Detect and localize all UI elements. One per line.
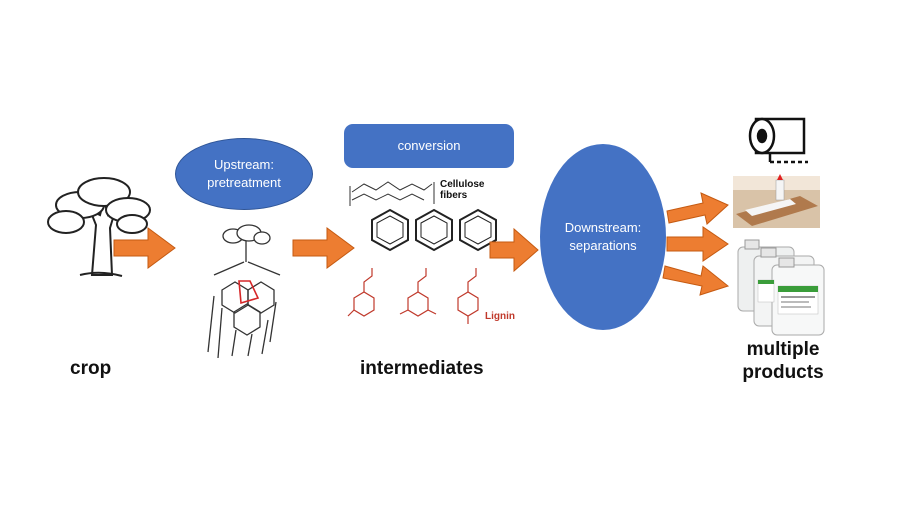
flow-arrow-4 [666, 192, 729, 225]
pretreatment-sketch-icon [207, 224, 281, 359]
upstream-pretreatment-ellipse: Upstream: pretreatment [175, 138, 313, 210]
multiple-products-caption: multiple products [742, 339, 824, 383]
flow-arrow-6 [662, 265, 730, 296]
toilet-paper-icon [748, 117, 808, 164]
flow-arrow-2 [292, 227, 355, 269]
downstream-label: Downstream: separations [564, 220, 642, 253]
downstream-separations-ellipse: Downstream: separations [540, 144, 666, 330]
flow-arrow-5 [666, 226, 729, 262]
flow-arrow-1 [113, 227, 176, 269]
cellulose-chain-icon [349, 181, 435, 206]
flow-arrow-3 [489, 227, 539, 273]
conversion-label: conversion [397, 138, 461, 153]
upstream-label: Upstream: pretreatment [207, 157, 281, 190]
tree-icon [47, 177, 151, 277]
cellulose-rings-icon [371, 208, 497, 252]
lignin-label: Lignin [485, 311, 515, 322]
intermediates-caption: intermediates [360, 358, 484, 379]
crop-caption: crop [70, 358, 112, 379]
glue-application-photo [733, 174, 820, 228]
lignin-structures-icon [347, 268, 479, 324]
cellulose-fibers-label: Cellulose fibers [440, 179, 485, 201]
conversion-box: conversion [344, 124, 514, 168]
chemical-jugs-photo [737, 239, 825, 336]
